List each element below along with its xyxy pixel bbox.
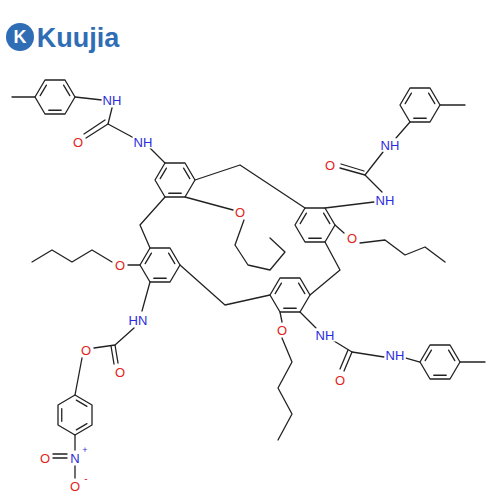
inner-double-bond: [429, 93, 435, 104]
inner-double-bond: [449, 350, 455, 361]
atom-label: O: [80, 344, 92, 357]
inner-double-bond: [154, 278, 166, 279]
atom-label: O: [69, 480, 81, 493]
inner-double-bond: [145, 253, 151, 264]
benzene-ring: [400, 88, 440, 122]
inner-double-bond: [425, 350, 431, 361]
single-bonds: [12, 97, 485, 478]
inner-double-bond: [324, 213, 330, 224]
atom-label: NH: [102, 94, 123, 107]
atom-label: O: [72, 136, 84, 149]
inner-double-bond: [414, 118, 426, 119]
inner-double-bond: [300, 213, 306, 224]
inner-double-bond: [169, 193, 181, 194]
atom-label: O: [276, 324, 288, 337]
inner-double-bond: [434, 375, 446, 376]
inner-double-bond: [40, 85, 46, 96]
charge-label: +: [81, 446, 88, 455]
double-bonds: [53, 120, 365, 458]
atom-label: NH: [133, 136, 154, 149]
inner-double-bond: [284, 308, 296, 309]
inner-double-bond: [64, 85, 70, 96]
atom-label: O: [334, 374, 346, 387]
atom-label: NH: [315, 329, 336, 342]
aromatic-rings: [35, 80, 460, 435]
benzene-ring: [420, 345, 460, 379]
atom-label: HN: [128, 314, 149, 327]
atom-label: NH: [385, 349, 406, 362]
benzene-ring: [270, 278, 310, 312]
atom-label: O: [114, 366, 126, 379]
atom-label: O: [114, 259, 126, 272]
benzene-ring: [58, 395, 92, 435]
inner-double-bond: [275, 283, 281, 294]
atom-label: O: [234, 206, 246, 219]
benzene-ring: [155, 163, 195, 197]
inner-double-bond: [405, 93, 411, 104]
bonds: [12, 80, 485, 478]
atom-label: O: [39, 452, 51, 465]
logo-letter: K: [13, 28, 28, 46]
benzene-ring: [140, 248, 180, 282]
inner-double-bond: [299, 283, 305, 294]
atom-label: O: [324, 159, 336, 172]
inner-double-bond: [49, 110, 61, 111]
inner-double-bond: [61, 409, 62, 421]
inner-double-bond: [309, 238, 321, 239]
charge-label: -: [83, 474, 88, 484]
benzene-ring: [295, 208, 335, 242]
atom-label: NH: [380, 139, 401, 152]
atom-label: N: [69, 452, 80, 465]
logo-badge: [6, 23, 34, 51]
atom-label: O: [346, 232, 358, 245]
watermark: Kuujia: [36, 25, 121, 52]
inner-double-bond: [160, 168, 166, 179]
benzene-ring: [35, 80, 75, 114]
inner-double-bond: [184, 168, 190, 179]
inner-double-bond: [76, 400, 87, 406]
inner-double-bond: [169, 253, 175, 264]
inner-double-bond: [76, 424, 87, 430]
atom-label: NH: [375, 194, 396, 207]
